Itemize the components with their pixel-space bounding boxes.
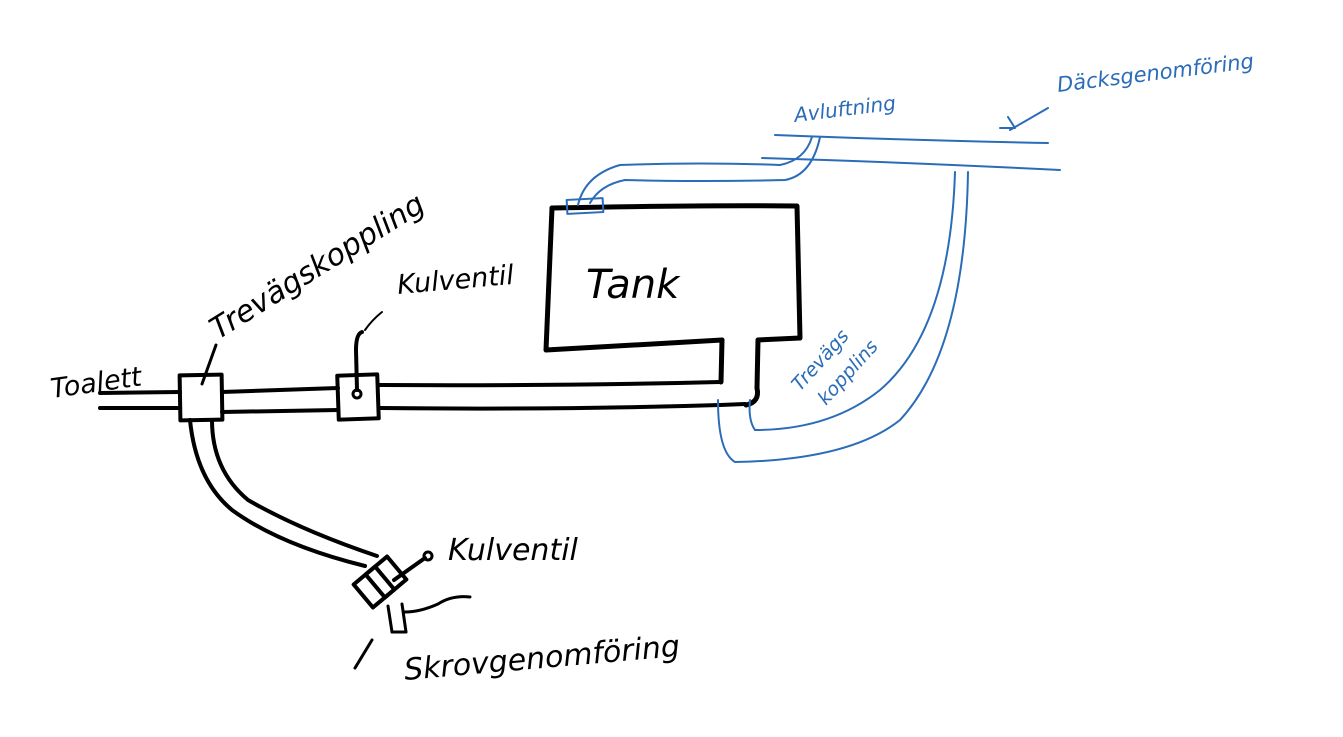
deck-through-fitting [761, 107, 1061, 171]
toilet-pipe [98, 390, 182, 410]
vent-fitting [565, 197, 605, 215]
label-skrovgenomforing: Skrovgenomföring [403, 629, 682, 688]
down-pipe [188, 418, 379, 568]
vent-hose [577, 136, 821, 206]
label-avluftning: Avluftning [791, 91, 897, 128]
main-pipe [220, 380, 747, 414]
label-tank: Tank [586, 262, 681, 308]
tank-box [543, 203, 803, 391]
label-dacksgenomforing: Däcksgenomföring [1056, 49, 1255, 97]
tank-outlet-elbow [743, 385, 760, 408]
label-kulventil-top: Kulventil [396, 260, 516, 301]
ball-valve-top [335, 311, 383, 422]
pointer-trevagskoppling [200, 343, 218, 386]
three-way-coupling-box [177, 372, 225, 423]
label-trevagskoppling: Trevägskoppling [204, 187, 431, 347]
label-toalett: Toalett [49, 361, 145, 405]
ball-valve-bottom [351, 550, 434, 610]
blue-return-hose [717, 171, 969, 463]
label-kulventil-bottom: Kulventil [448, 533, 579, 568]
hull-through-fitting [353, 595, 472, 670]
